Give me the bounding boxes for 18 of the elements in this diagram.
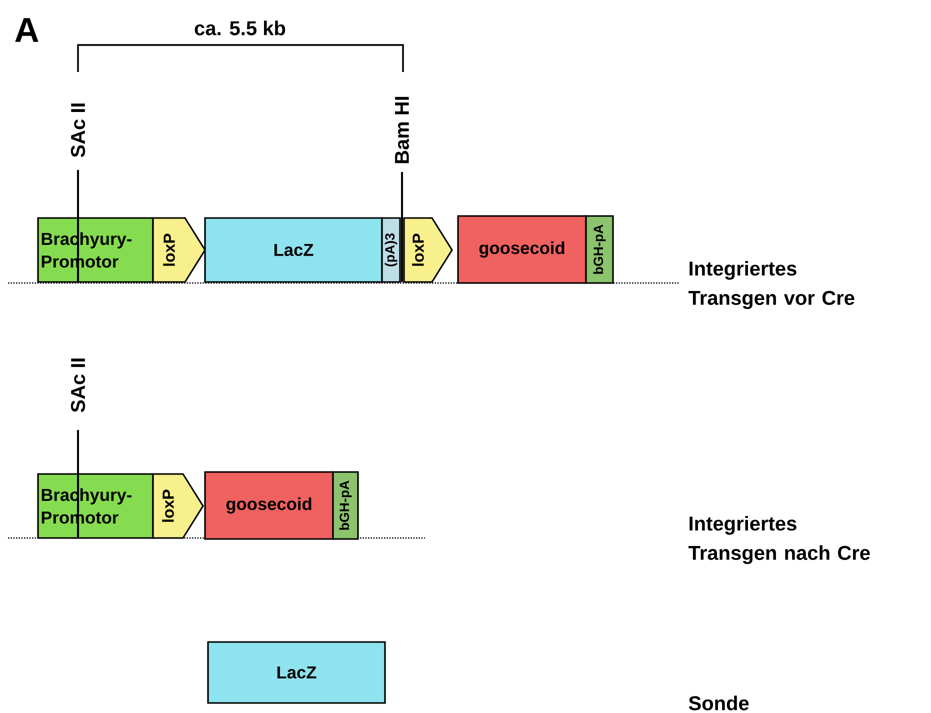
gene-box: goosecoid	[204, 471, 334, 540]
gene-box: LacZ	[204, 217, 383, 283]
dimension-label: ca. 5.5 kb	[194, 20, 286, 36]
polya-box: bGH-pA	[585, 215, 614, 284]
restriction-site-label: Bam HI	[395, 96, 409, 164]
restriction-site-label: SAc II	[70, 104, 86, 158]
polya-box: (pA)3	[381, 217, 401, 283]
loxp-site-box: loxP	[152, 217, 206, 283]
probe-box: LacZ	[207, 641, 386, 704]
loxp-site-box: loxP	[403, 217, 453, 283]
row-label: Sonde	[688, 696, 749, 710]
loxp-site-box: loxP	[152, 473, 204, 539]
polya-box: bGH-pA	[332, 471, 359, 540]
restriction-site-label: SAc II	[70, 358, 86, 412]
row-label: Integriertes Transgen vor Cre	[688, 260, 854, 310]
panel-letter: A	[15, 18, 38, 42]
gene-box: goosecoid	[457, 215, 587, 284]
row-label: Integriertes Transgen nach Cre	[688, 516, 870, 564]
